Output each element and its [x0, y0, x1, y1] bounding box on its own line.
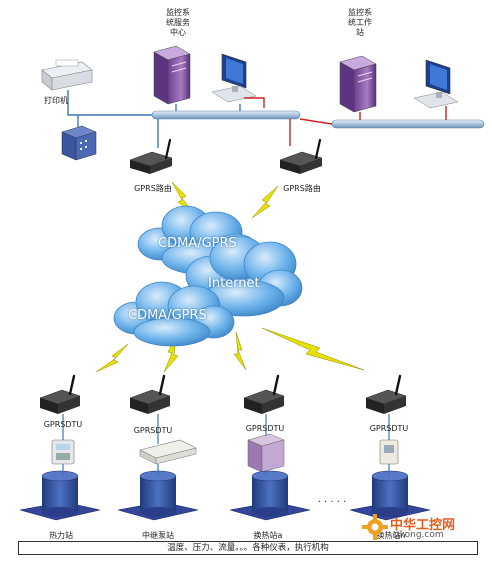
station-name: 换热站n — [376, 531, 406, 540]
relay-box-icon — [139, 439, 197, 465]
station-name: 换热站a — [253, 531, 283, 540]
heat-tank-icon — [229, 470, 311, 521]
lightning-icon — [95, 343, 129, 373]
station-name: 中继泵站 — [142, 531, 174, 540]
cloud-lower-label: CDMA/GPRS — [128, 308, 207, 323]
gprs-dtu-icon — [39, 374, 81, 414]
gprs-dtu-icon — [129, 374, 171, 414]
cloud-upper-label: CDMA/GPRS — [158, 236, 237, 251]
dtu-label: GPRSDTU — [43, 420, 83, 429]
cloud-internet — [185, 235, 303, 317]
lightning-icon — [261, 327, 365, 371]
printer-label: 打印机 — [44, 96, 68, 105]
printer-icon — [41, 59, 93, 91]
meter-icon — [51, 439, 75, 465]
hub-icon — [61, 125, 97, 161]
dtu-label: GPRSDTU — [133, 426, 173, 435]
dtu-label: GPRSDTU — [245, 424, 285, 433]
transmitter-icon — [379, 439, 399, 465]
watermark: 中华工控网 gkong.com — [360, 512, 485, 544]
heat-tank-icon — [349, 470, 431, 521]
cloud-cdma-lower — [113, 281, 235, 347]
monitor-right-icon — [413, 59, 459, 109]
gprs-dtu-icon — [365, 374, 407, 414]
monitor-left-link — [244, 97, 265, 108]
watermark-url: gkong.com — [394, 530, 444, 540]
ellipsis: · · · · · — [317, 497, 347, 508]
workstation-icon — [339, 55, 377, 113]
lan-bus-right — [331, 119, 485, 129]
gear-logo-icon — [362, 514, 388, 540]
monitor-icon — [211, 53, 257, 103]
heat-tank-icon — [117, 470, 199, 521]
server-label: 监控系统服务中心 — [166, 8, 190, 37]
lan-bus-left — [151, 110, 301, 120]
router-right-label: GPRS路由 — [283, 184, 321, 193]
cloud-middle-label: Internet — [208, 276, 260, 291]
heat-tank-icon — [19, 470, 101, 521]
red-link-bus — [299, 118, 333, 125]
gprs-router-left-icon — [129, 138, 173, 174]
workstation-label: 监控系统工作站 — [348, 8, 372, 37]
gprs-dtu-icon — [243, 374, 285, 414]
controller-box-icon — [247, 433, 285, 473]
router-left-label: GPRS路由 — [134, 184, 172, 193]
server-icon — [153, 45, 191, 105]
caption-bar: 温度、压力、流量。。。各种仪表，执行机构 — [18, 541, 478, 555]
lightning-icon — [233, 331, 247, 371]
gprs-router-right-icon — [279, 138, 323, 174]
watermark-title: 中华工控网 — [390, 518, 456, 533]
lightning-icon — [251, 185, 279, 219]
printer-link — [67, 90, 152, 116]
station-name: 热力站 — [49, 531, 73, 540]
dtu-label: GPRSDTU — [369, 424, 409, 433]
